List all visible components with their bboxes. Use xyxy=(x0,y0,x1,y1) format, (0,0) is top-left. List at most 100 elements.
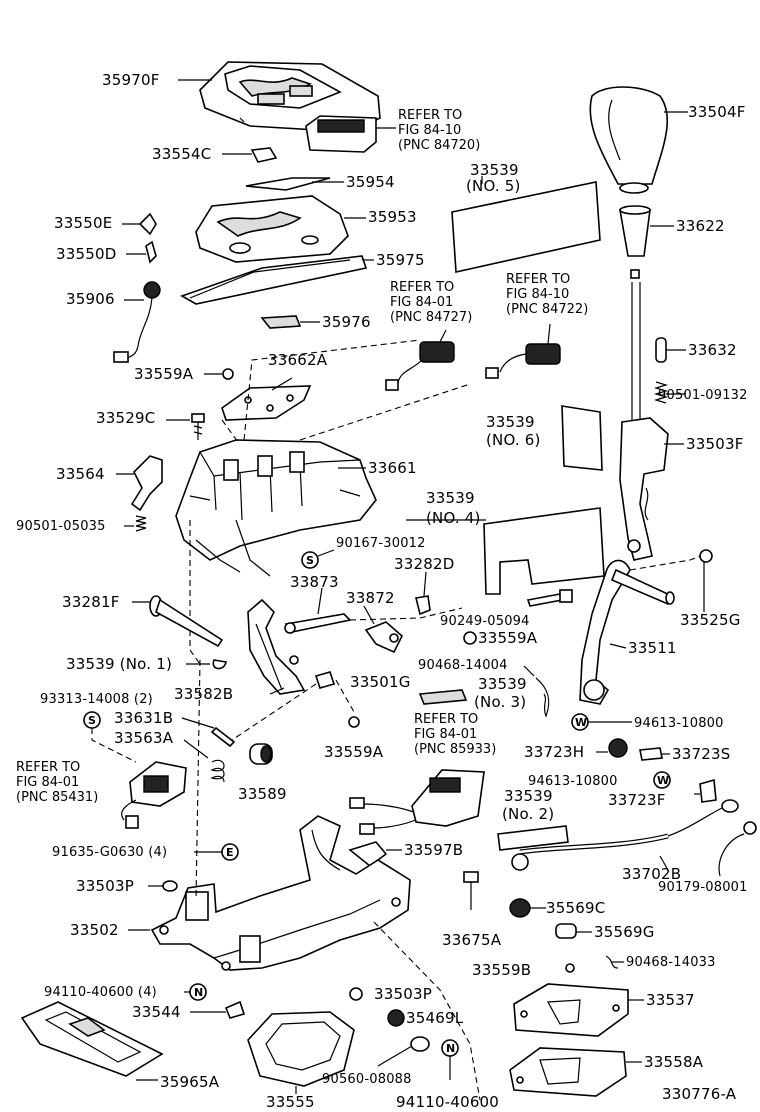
label-33503P-1: 33503P xyxy=(76,877,134,895)
label-90501-05035: 90501-05035 xyxy=(16,519,106,534)
label-33502: 33502 xyxy=(70,921,119,939)
label-33702B: 33702B xyxy=(622,865,682,883)
label-33529C: 33529C xyxy=(96,409,156,427)
label-33537: 33537 xyxy=(646,991,695,1009)
label-33539-no4-num: (NO. 4) xyxy=(426,509,481,527)
solenoid-85431 xyxy=(121,761,187,829)
label-94110-40600: 94110-40600 xyxy=(396,1093,500,1111)
label-33723S: 33723S xyxy=(672,745,731,763)
label-35569G: 35569G xyxy=(594,923,655,941)
switch-module-84720 xyxy=(305,115,377,153)
connector-84722 xyxy=(485,323,561,379)
label-90501-09132: 90501-09132 xyxy=(658,388,748,403)
label-33281F: 33281F xyxy=(62,593,120,611)
label-33632: 33632 xyxy=(688,341,737,359)
label-94613-10800-2: 94613-10800 xyxy=(528,774,618,789)
label-33282D: 33282D xyxy=(394,555,455,573)
label-90468-14033: 90468-14033 xyxy=(626,955,716,970)
shift-bezel-35953 xyxy=(195,195,349,263)
label-33564: 33564 xyxy=(56,465,105,483)
label-33501G: 33501G xyxy=(350,673,411,691)
label-33539-no1: 33539 (No. 1) xyxy=(66,655,173,673)
label-33723F: 33723F xyxy=(608,791,666,809)
label-33723H: 33723H xyxy=(524,743,585,761)
label-35906: 35906 xyxy=(66,290,115,308)
shift-cable-33702B xyxy=(511,799,739,871)
label-33539-no2-num: (No. 2) xyxy=(502,805,555,823)
connector-84727 xyxy=(385,329,455,391)
bracket-33564 xyxy=(130,455,163,512)
label-35469L: 35469L xyxy=(406,1009,464,1027)
label-35975: 35975 xyxy=(376,251,425,269)
label-33631B: 33631B xyxy=(114,709,174,727)
label-33544: 33544 xyxy=(132,1003,181,1021)
symbol-n-1: N xyxy=(194,986,203,999)
label-33559A-3: 33559A xyxy=(324,743,384,761)
label-35970F: 35970F xyxy=(102,71,160,89)
knob-sleeve-33622 xyxy=(619,205,651,257)
connector-85933 xyxy=(349,769,485,835)
label-35965A: 35965A xyxy=(160,1073,220,1091)
label-90249-05094: 90249-05094 xyxy=(440,614,530,629)
selector-base-33661 xyxy=(175,439,377,577)
light-guide-35975 xyxy=(180,255,368,305)
label-90167-30012: 90167-30012 xyxy=(336,536,426,551)
shift-knob-33504F xyxy=(589,86,669,194)
label-33539-no5-part: 33539 xyxy=(470,161,519,179)
control-lever-33511 xyxy=(579,559,675,705)
label-91635-G0630: 91635-G0630 (4) xyxy=(52,845,168,860)
label-33539-no3-part: 33539 xyxy=(478,675,527,693)
symbol-w-2: W xyxy=(657,774,669,787)
bracket-33872 xyxy=(364,621,403,654)
bracket-33537 xyxy=(513,983,629,1037)
label-33589: 33589 xyxy=(238,785,287,803)
label-33539-no6-part: 33539 xyxy=(486,413,535,431)
label-33511: 33511 xyxy=(628,639,677,657)
label-33559A-2: 33559A xyxy=(478,629,538,647)
label-33662A: 33662A xyxy=(268,351,328,369)
symbol-n-2: N xyxy=(446,1042,455,1055)
label-93313-14008: 93313-14008 (2) xyxy=(40,692,153,707)
lever-33873 xyxy=(284,613,352,634)
label-90560-08088: 90560-08088 xyxy=(322,1072,412,1087)
label-33525G: 33525G xyxy=(680,611,741,629)
label-33539-no3-num: (No. 3) xyxy=(474,693,527,711)
refer-note-85933: REFER TO FIG 84-01 (PNC 85933) xyxy=(414,712,497,757)
label-33555: 33555 xyxy=(266,1093,315,1111)
label-94110-40600-4: 94110-40600 (4) xyxy=(44,985,157,1000)
label-33675A: 33675A xyxy=(442,931,502,949)
label-33503F: 33503F xyxy=(686,435,744,453)
label-33559A-1: 33559A xyxy=(134,365,194,383)
label-33539-no6-num: (NO. 6) xyxy=(486,431,541,449)
symbol-w-1: W xyxy=(575,716,587,729)
shift-lever-33503F xyxy=(619,269,669,561)
refer-note-84722: REFER TO FIG 84-10 (PNC 84722) xyxy=(506,272,589,317)
label-33550D: 33550D xyxy=(56,245,117,263)
label-33597B: 33597B xyxy=(404,841,464,859)
detent-lever-33582B xyxy=(247,598,306,695)
label-33539-no2-part: 33539 xyxy=(504,787,553,805)
diagram-id: 330776-A xyxy=(662,1085,737,1103)
label-35569C: 35569C xyxy=(546,899,606,917)
label-33563A: 33563A xyxy=(114,729,174,747)
console-housing-35970F xyxy=(199,61,381,133)
label-33503P-2: 33503P xyxy=(374,985,432,1003)
bracket-33558A xyxy=(509,1047,627,1097)
label-35954: 35954 xyxy=(346,173,395,191)
label-33582B: 33582B xyxy=(174,685,234,703)
roller-33589 xyxy=(249,743,273,765)
boot-33555 xyxy=(247,1011,355,1087)
label-35976: 35976 xyxy=(322,313,371,331)
refer-note-84720: REFER TO FIG 84-10 (PNC 84720) xyxy=(398,108,481,153)
label-33539-no4-part: 33539 xyxy=(426,489,475,507)
label-33622: 33622 xyxy=(676,217,725,235)
label-33550E: 33550E xyxy=(54,214,113,232)
symbol-s-2: S xyxy=(88,714,96,727)
label-94613-10800-1: 94613-10800 xyxy=(634,716,724,731)
symbol-s-1: S xyxy=(306,554,314,567)
cover-35965A xyxy=(20,1001,164,1077)
label-33872: 33872 xyxy=(346,589,395,607)
label-33661: 33661 xyxy=(368,459,417,477)
label-33559B: 33559B xyxy=(472,961,532,979)
